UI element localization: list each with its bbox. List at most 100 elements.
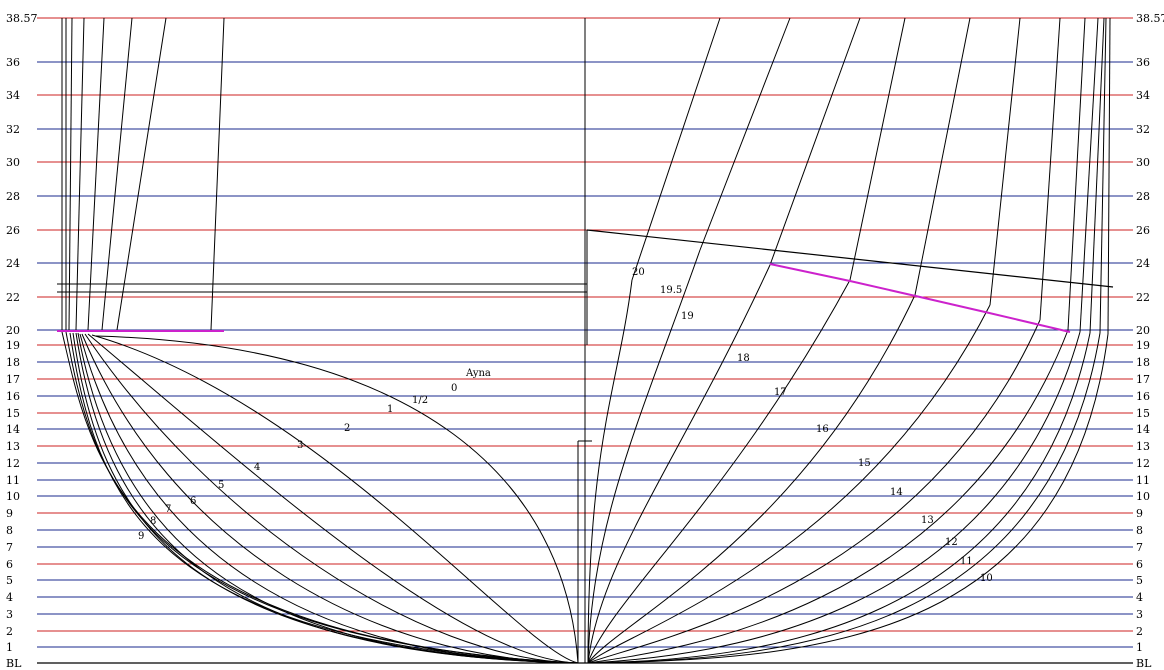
- waterline-label-left: 12: [6, 457, 20, 470]
- waterline-label-left: 7: [6, 541, 13, 554]
- fwd-section-curve: [587, 332, 1091, 664]
- waterline-label-left: BL: [6, 657, 22, 670]
- waterline-label-left: 14: [6, 423, 20, 436]
- waterline-label-right: 7: [1136, 541, 1143, 554]
- waterline-label-left: 10: [6, 490, 20, 503]
- fwd-topside-line: [1039, 17, 1061, 321]
- fwd-topside-line: [1079, 17, 1099, 333]
- aft-topside-line: [101, 17, 133, 331]
- magenta-deck-line: [769, 263, 1071, 333]
- station-labels-group: Ayna01/21234567892019.519181716151413121…: [138, 267, 993, 584]
- fwd-section-curve: [587, 332, 1101, 664]
- fwd-station-label: 14: [890, 487, 903, 498]
- waterline-label-right: 30: [1136, 156, 1150, 169]
- waterline-label-left: 15: [6, 407, 20, 420]
- centerline-group: [577, 18, 592, 663]
- waterline-label-left: 20: [6, 324, 20, 337]
- waterline-label-left: 38.57: [6, 12, 38, 25]
- waterline-label-right: 5: [1136, 574, 1143, 587]
- waterline-label-right: 26: [1136, 224, 1150, 237]
- fwd-topside-line: [1099, 17, 1107, 334]
- fwd-section-curve: [587, 294, 916, 664]
- fwd-station-label: 10: [980, 573, 993, 584]
- waterline-label-left: 32: [6, 123, 20, 136]
- fwd-section-curve: [587, 329, 1069, 664]
- aft-station-label: 2: [344, 423, 350, 434]
- fwd-topside-line: [699, 17, 791, 251]
- aft-station-label: 5: [218, 480, 224, 491]
- aft-station-label: Ayna: [465, 368, 491, 379]
- waterline-label-right: 4: [1136, 591, 1143, 604]
- aft-station-label: 0: [451, 383, 457, 394]
- aft-section-curve: [65, 331, 579, 664]
- fwd-station-label: 19.5: [660, 285, 682, 296]
- fwd-station-label: 19: [681, 311, 694, 322]
- fwd-section-curve: [587, 279, 851, 664]
- waterline-label-right: 9: [1136, 507, 1143, 520]
- waterline-label-left: 26: [6, 224, 20, 237]
- fwd-topside-line: [1107, 17, 1111, 335]
- waterline-label-left: 28: [6, 190, 20, 203]
- waterline-label-left: 2: [6, 625, 13, 638]
- waterline-label-left: 9: [6, 507, 13, 520]
- aft-section-curve: [81, 333, 579, 664]
- aft-station-label: 4: [254, 462, 260, 473]
- fwd-section-curve: [587, 331, 1081, 664]
- waterline-label-left: 19: [6, 339, 20, 352]
- deck-sheer-line: [586, 229, 1114, 288]
- waterline-label-right: 19: [1136, 339, 1150, 352]
- aft-topside-line: [116, 17, 167, 331]
- waterline-label-right: 13: [1136, 440, 1150, 453]
- waterline-label-right: 28: [1136, 190, 1150, 203]
- waterline-label-left: 1: [6, 641, 13, 654]
- waterline-label-right: 24: [1136, 257, 1150, 270]
- deck-lines-group: [57, 229, 1114, 333]
- aft-section-curve: [77, 332, 579, 664]
- aft-topside-line: [75, 17, 85, 331]
- aft-station-label: 9: [138, 531, 144, 542]
- fwd-station-label: 13: [921, 515, 934, 526]
- waterline-label-right: 2: [1136, 625, 1143, 638]
- waterline-label-left: 13: [6, 440, 20, 453]
- waterline-label-left: 17: [6, 373, 20, 386]
- waterline-label-right: 22: [1136, 291, 1150, 304]
- aft-topside-line: [68, 17, 73, 331]
- waterline-label-right: 36: [1136, 56, 1150, 69]
- aft-station-label: 7: [165, 504, 171, 515]
- fwd-section-curve: [587, 333, 1109, 664]
- aft-section-curve: [61, 331, 579, 664]
- fwd-topside-line: [769, 17, 861, 266]
- waterline-label-right: 32: [1136, 123, 1150, 136]
- waterline-label-left: 16: [6, 390, 20, 403]
- waterline-label-right: 11: [1136, 474, 1150, 487]
- waterline-label-left: 30: [6, 156, 20, 169]
- aft-section-curve: [95, 335, 579, 664]
- fwd-station-label: 17: [774, 387, 787, 398]
- aft-station-label: 8: [150, 516, 156, 527]
- fwd-topside-line: [631, 17, 721, 281]
- waterline-label-left: 24: [6, 257, 20, 270]
- waterline-label-left: 18: [6, 356, 20, 369]
- aft-section-curve: [84, 333, 579, 664]
- aft-section-curve: [91, 334, 579, 664]
- waterline-label-left: 34: [6, 89, 20, 102]
- fwd-station-label: 12: [945, 537, 958, 548]
- fwd-station-label: 15: [858, 458, 871, 469]
- aft-section-curve: [69, 332, 579, 664]
- waterline-label-right: 1: [1136, 641, 1143, 654]
- aft-section-curve: [87, 333, 579, 664]
- waterline-label-right: 17: [1136, 373, 1150, 386]
- waterline-label-right: 3: [1136, 608, 1143, 621]
- fwd-sections-group: [587, 17, 1111, 664]
- aft-station-label: 1/2: [412, 395, 428, 406]
- waterline-label-right: 14: [1136, 423, 1150, 436]
- waterline-label-left: 36: [6, 56, 20, 69]
- waterline-label-right: BL: [1136, 657, 1152, 670]
- fwd-section-curve: [587, 264, 771, 664]
- fwd-topside-line: [1089, 17, 1105, 334]
- waterline-label-left: 3: [6, 608, 13, 621]
- aft-station-label: 3: [297, 440, 303, 451]
- waterline-label-right: 10: [1136, 490, 1150, 503]
- waterline-label-left: 6: [6, 558, 13, 571]
